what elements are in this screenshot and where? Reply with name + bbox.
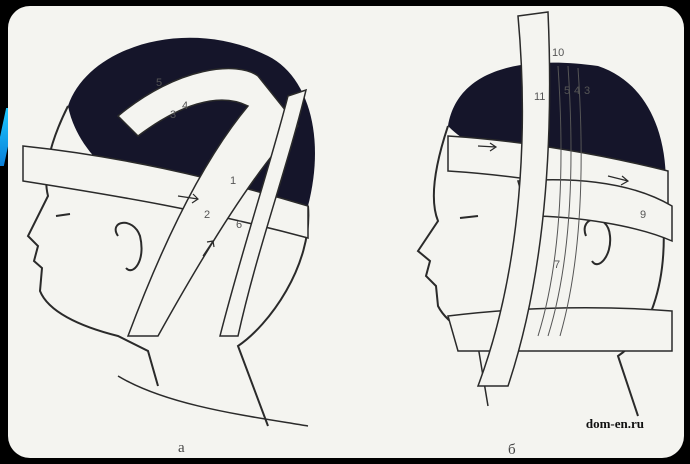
figure-b-number: 10 <box>552 47 564 59</box>
figure-a-number: 6 <box>236 219 242 231</box>
panel-label-b: б <box>508 442 516 458</box>
figure-b-number: 11 <box>534 91 545 103</box>
figure-b-number: 4 <box>574 85 580 97</box>
figure-a-number: 2 <box>204 209 210 221</box>
watermark-text: dom-en.ru <box>586 416 644 432</box>
figure-a-number: 3 <box>170 109 176 121</box>
figure-b-number: 7 <box>554 259 560 271</box>
figure-b-number: 9 <box>640 209 646 221</box>
figure-a-shoulder <box>118 376 308 426</box>
figure-b-number: 3 <box>584 85 590 97</box>
figure-a-number: 5 <box>156 77 162 89</box>
panel-label-a: a <box>178 440 185 457</box>
figure-a-number: 1 <box>230 175 236 187</box>
bandage-illustration: 5 3 4 1 2 6 <box>8 6 684 458</box>
figure-b-head-profile-right: 10 11 5 4 3 9 7 <box>418 12 672 416</box>
illustration-panel: 5 3 4 1 2 6 <box>8 6 684 458</box>
figure-b-bandage-neck <box>448 308 672 351</box>
figure-b-eye <box>460 216 478 218</box>
figure-a-head-profile-left: 5 3 4 1 2 6 <box>23 38 315 426</box>
figure-a-eye <box>56 214 70 216</box>
figure-b-ear <box>585 219 611 264</box>
figure-b-number: 5 <box>564 85 570 97</box>
figure-a-ear <box>116 223 142 270</box>
figure-a-number: 4 <box>182 100 188 112</box>
